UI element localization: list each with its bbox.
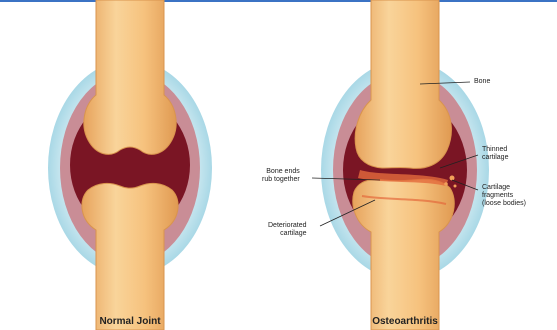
loose-fragment — [454, 185, 457, 188]
label-line: Deteriorated — [268, 222, 307, 230]
caption-normal-joint: Normal Joint — [99, 316, 160, 327]
label-line: cartilage — [482, 154, 508, 162]
normal-joint — [48, 0, 212, 330]
normal-upper-bone — [84, 0, 176, 154]
label-line: fragments — [482, 192, 526, 200]
frame-top-line — [0, 0, 557, 2]
label-bone: Bone — [474, 78, 490, 86]
label-cartilage-fragments: Cartilage fragments (loose bodies) — [482, 184, 526, 208]
loose-fragment — [444, 182, 448, 186]
caption-osteoarthritis: Osteoarthritis — [372, 316, 438, 327]
label-line: cartilage — [268, 230, 307, 238]
label-line: Bone ends — [262, 168, 300, 176]
normal-lower-bone — [82, 183, 178, 330]
oa-joint — [321, 0, 489, 330]
label-line: (loose bodies) — [482, 200, 526, 208]
label-line: Cartilage — [482, 184, 526, 192]
label-line: Thinned — [482, 146, 508, 154]
label-bone-ends: Bone ends rub together — [262, 168, 300, 184]
label-thinned-cartilage: Thinned cartilage — [482, 146, 508, 162]
loose-fragment — [450, 176, 455, 181]
label-line: rub together — [262, 176, 300, 184]
label-deteriorated-cartilage: Deteriorated cartilage — [268, 222, 307, 238]
